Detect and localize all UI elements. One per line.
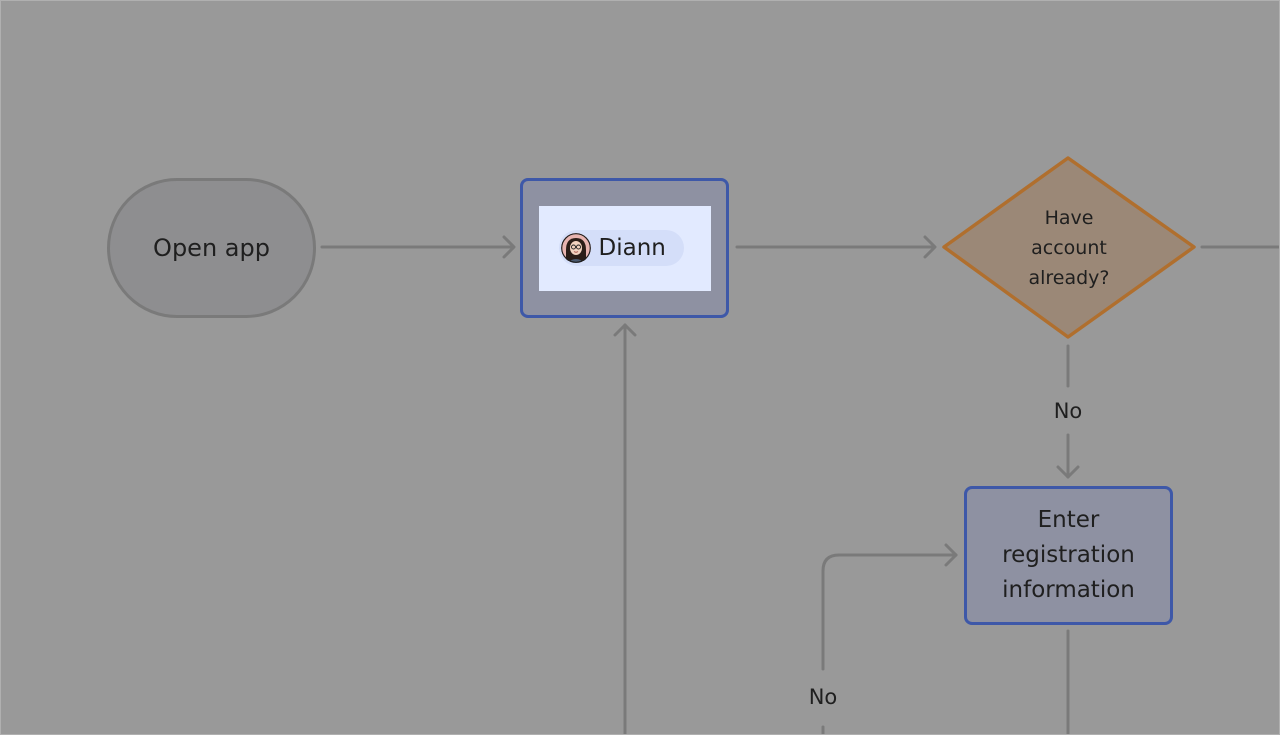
connector-loop-to-register[interactable] <box>821 553 958 671</box>
arrowhead-up-to-login <box>613 323 637 337</box>
arrowhead-decision-to-register <box>1056 465 1080 479</box>
start-node-label: Open app <box>153 234 270 262</box>
start-node[interactable]: Open app <box>107 178 316 318</box>
register-process-node[interactable]: Enter registration information <box>964 486 1173 625</box>
decision-node[interactable]: Have account already? <box>941 156 1197 339</box>
register-node-label: Enter registration information <box>1002 507 1135 603</box>
login-card[interactable]: Diann <box>538 205 711 291</box>
decision-diamond-shape <box>942 156 1196 339</box>
arrowhead-start-to-login <box>502 235 516 259</box>
user-avatar-icon <box>560 233 591 263</box>
user-chip[interactable]: Diann <box>558 230 684 266</box>
edge-label-loop-no: No <box>808 685 838 709</box>
user-name: Diann <box>598 235 666 261</box>
decision-node-label: Have account already? <box>1028 206 1110 289</box>
arrowhead-loop-to-register <box>944 543 958 567</box>
login-process-node[interactable]: Diann <box>520 178 729 318</box>
edge-label-decision-no: No <box>1053 399 1083 423</box>
arrowhead-login-to-decision <box>923 235 937 259</box>
